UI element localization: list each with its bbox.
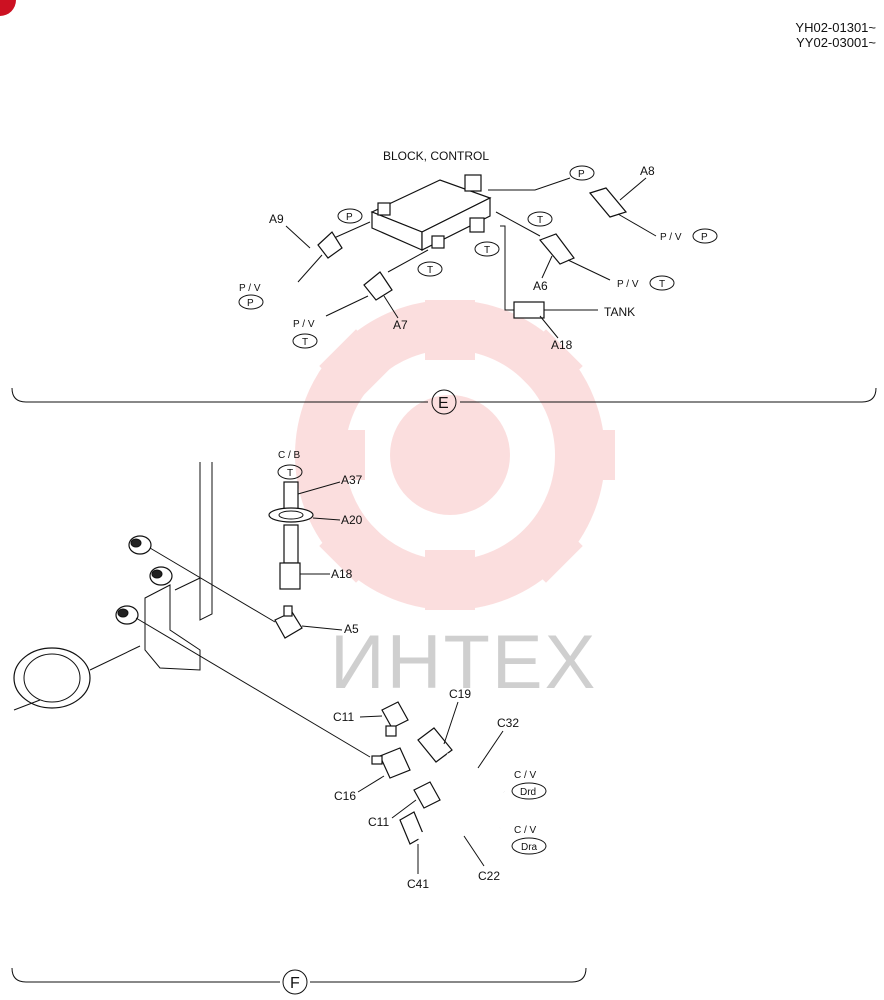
port-p-top: P [569,165,595,181]
port-t-block: T [417,261,443,277]
port-t-cb-letter: T [287,468,293,479]
port-t-right: T [527,211,553,227]
label-block-control: BLOCK, CONTROL [383,149,489,163]
port-t-a7: T [292,333,318,349]
corner-mark-icon [0,0,16,16]
label-c11-bottom: C11 [368,815,389,829]
hose-c22 [399,811,501,845]
fitting-a18-tank [513,301,598,319]
port-t-a6: T [649,275,675,291]
label-a18: A18 [551,338,573,352]
port-p-a8: P [692,228,718,244]
watermark-gear-icon [295,300,615,610]
motor-drum-icon [13,645,141,711]
control-block [370,174,492,251]
label-tank: TANK [604,305,635,319]
label-a20: A20 [341,513,363,527]
port-t-a7-letter: T [302,337,308,348]
label-c22: C22 [478,869,500,883]
serial-line-1: YH02-01301~ [795,20,876,35]
label-c32: C32 [497,716,519,730]
port-t-block-letter: T [427,265,433,276]
label-pv-a9: P / V [239,283,261,294]
port-t-cb: T [277,464,303,480]
port-t-center: T [474,241,500,257]
fitting-a6 [538,233,611,281]
port-p-left: P [337,208,363,224]
port-p-a8-letter: P [701,232,708,243]
frame-structure [13,462,213,711]
port-drd-letter: Drd [520,787,536,798]
port-t-a6-letter: T [659,279,665,290]
port-p-a9: P [238,294,264,310]
label-a8: A8 [640,164,655,178]
section-f-letter: F [290,975,300,992]
label-a9: A9 [269,212,284,226]
port-t-center-letter: T [484,245,490,256]
port-drd: Drd [511,782,547,800]
label-pv-a7: P / V [293,319,315,330]
fitting-a7 [325,271,393,317]
label-a18-f: A18 [331,567,353,581]
label-c16: C16 [334,789,356,803]
port-p-left-letter: P [346,212,353,223]
label-cv-drd: C / V [514,770,537,781]
label-c41: C41 [407,877,429,891]
label-pv-a8: P / V [660,232,682,243]
hose-c32 [417,727,506,795]
label-cv-dra: C / V [514,825,537,836]
fitting-a8 [588,187,657,237]
fitting-c11-top [381,701,409,737]
fitting-c16 [371,747,411,779]
label-a37: A37 [341,473,363,487]
section-e-marker: E [431,389,457,415]
label-a7: A7 [393,318,408,332]
port-dra: Dra [511,837,547,855]
label-cb: C / B [278,450,301,461]
fitting-a9 [297,231,343,283]
label-c19: C19 [449,687,471,701]
port-p-top-letter: P [578,169,585,180]
label-a6: A6 [533,279,548,293]
fitting-a5 [274,605,303,639]
watermark-text: ИНТЕХ [330,620,597,705]
label-pv-a6: P / V [617,279,639,290]
hose-assembly-vertical [268,481,314,590]
serial-range: YH02-01301~ YY02-03001~ [795,20,876,50]
port-t-right-letter: T [537,215,543,226]
section-f-marker: F [282,969,308,995]
label-a5: A5 [344,622,359,636]
port-p-a9-letter: P [247,298,254,309]
section-e-letter: E [438,395,449,412]
label-c11-top: C11 [333,710,354,724]
serial-line-2: YY02-03001~ [796,35,876,50]
fitting-c11-bottom [413,781,441,809]
port-dra-letter: Dra [521,842,538,853]
